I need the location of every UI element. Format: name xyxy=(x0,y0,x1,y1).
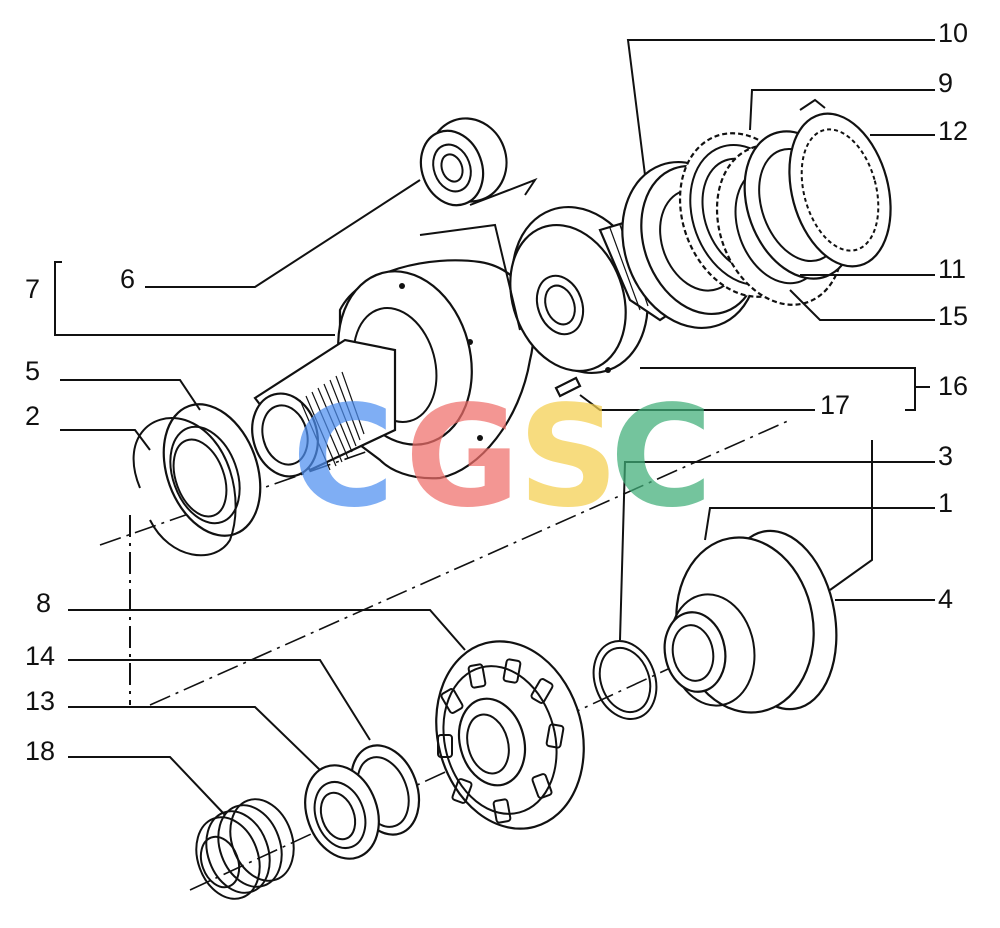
watermark-letter-3: S xyxy=(518,376,619,539)
part-2-snap-ring xyxy=(132,417,237,557)
part-7-housing xyxy=(251,259,535,480)
part-12-drum xyxy=(788,98,892,268)
callout-12: 12 xyxy=(938,116,968,146)
callout-7: 7 xyxy=(25,274,40,304)
part-6-bearing xyxy=(419,117,508,207)
part-8-cover xyxy=(435,640,585,830)
watermark-letter-1: C xyxy=(292,376,395,539)
callout-13: 13 xyxy=(25,686,55,716)
callout-2: 2 xyxy=(25,401,40,431)
watermark-letter-4: C xyxy=(610,376,713,539)
callout-8: 8 xyxy=(36,588,51,618)
callout-16: 16 xyxy=(938,371,968,401)
part-3-o-ring xyxy=(592,640,658,720)
watermark-letter-2: G xyxy=(405,376,520,539)
callout-6: 6 xyxy=(120,264,135,294)
callout-labels: 10 9 12 11 15 16 17 3 1 4 6 7 5 2 8 14 1… xyxy=(25,18,968,766)
part-13-retainer xyxy=(304,764,380,860)
callout-5: 5 xyxy=(25,356,40,386)
part-4-piston xyxy=(663,529,838,714)
callout-4: 4 xyxy=(938,584,953,614)
callout-14: 14 xyxy=(25,641,55,671)
part-17-pin xyxy=(554,376,582,398)
callout-18: 18 xyxy=(25,736,55,766)
axis-diagonal xyxy=(149,419,791,706)
callout-15: 15 xyxy=(938,301,968,331)
callout-1: 1 xyxy=(938,488,953,518)
callout-11: 11 xyxy=(938,254,966,284)
leader-lines xyxy=(54,39,935,816)
watermark: C G S C xyxy=(292,376,713,539)
part-18-spring xyxy=(195,798,295,900)
callout-9: 9 xyxy=(938,68,953,98)
callout-3: 3 xyxy=(938,441,953,471)
callout-10: 10 xyxy=(938,18,968,48)
callout-17: 17 xyxy=(820,390,850,420)
axis-lower xyxy=(189,644,721,891)
